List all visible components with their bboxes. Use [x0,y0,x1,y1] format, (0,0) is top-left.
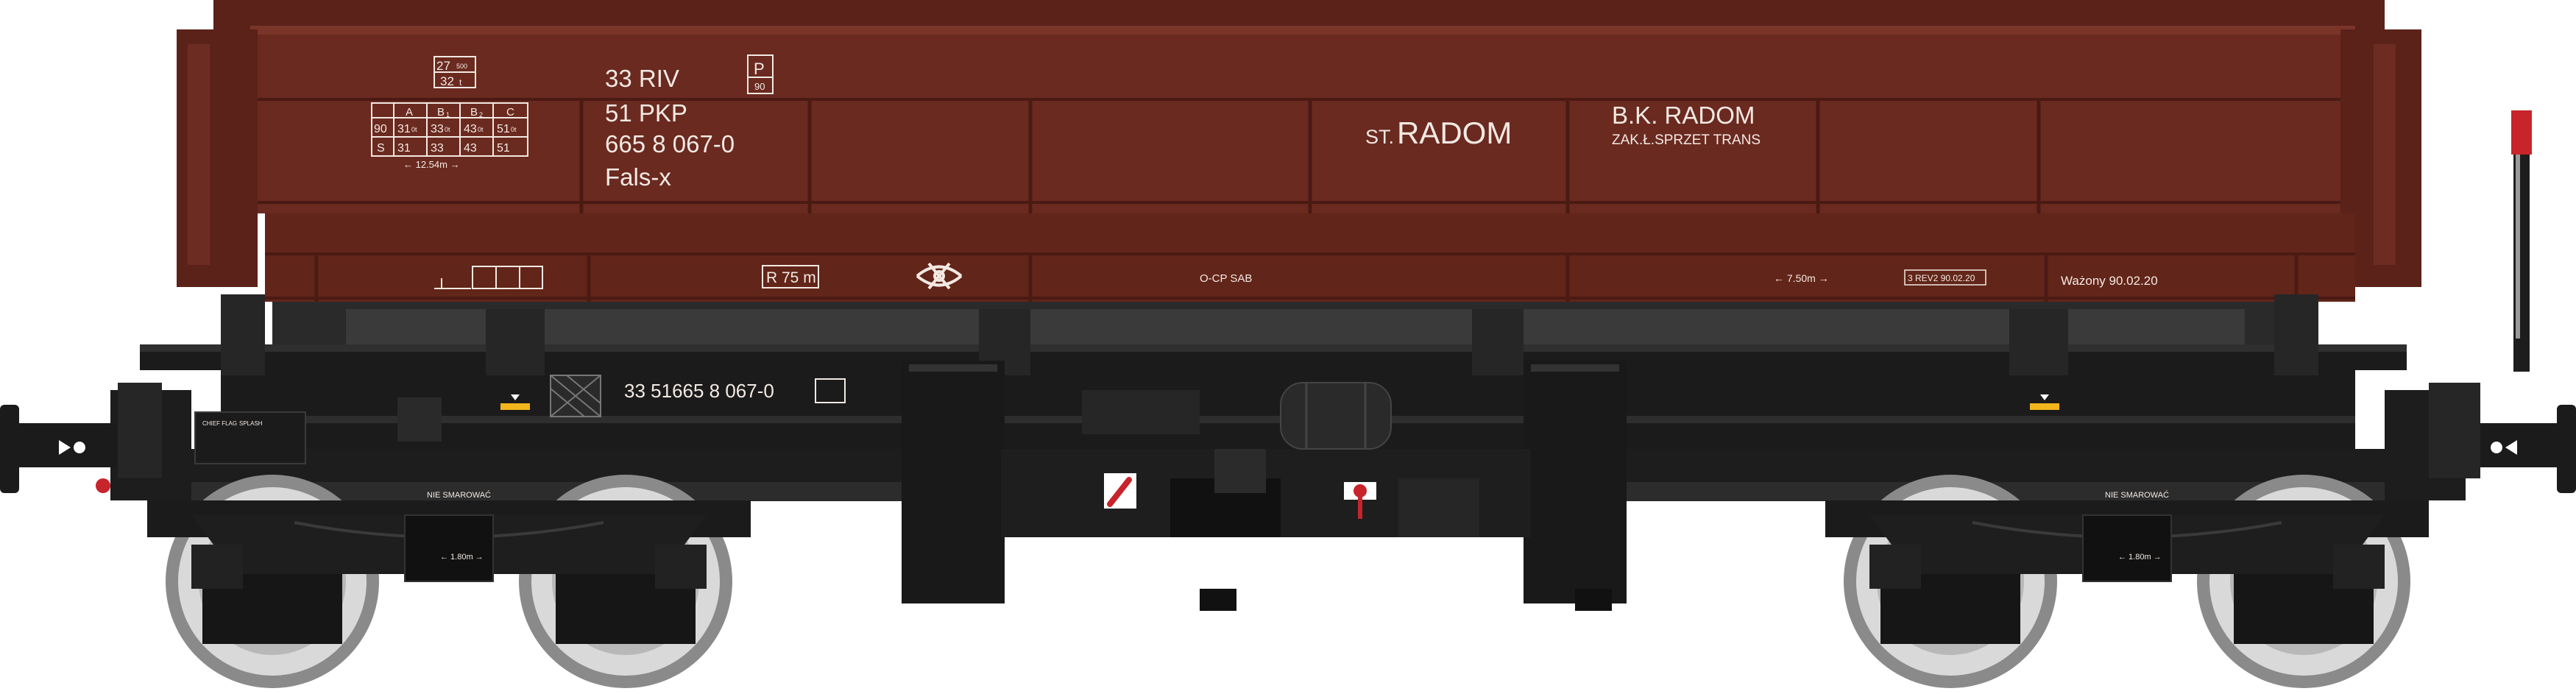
load-table [371,56,528,157]
load-col-b2-sub: 2 [479,111,483,118]
body-lower-band [265,213,2355,302]
owner-line-1: B.K. RADOM [1612,102,1755,129]
load-unit-4: 0t [511,126,517,133]
bogie-2: NIE SMAROWAĆ ← 1.80m → [1825,475,2429,688]
lower-brake-code: O-CP SAB [1200,272,1252,285]
station-name: RADOM [1397,116,1512,150]
load-col-c: C [506,106,514,118]
lower-distance: ← 7.50m → [1774,272,1829,284]
load-row-1-label: 90 [374,123,387,135]
load-r2c1: 31 [397,142,411,155]
station-prefix: ST. [1365,126,1394,148]
lower-revision: 3 REV2 90.02.20 [1908,273,1975,283]
left-panel-label-1: CHIEF FLAG [202,420,237,427]
load-r2c4: 51 [497,142,510,155]
rid-number: 90 [754,81,765,92]
tail-lamp-right [2511,110,2532,155]
load-col-b1: B [437,106,445,118]
bogie-wheelbase: ← 1.80m → [2118,553,2162,562]
load-table-top-2: 32 [440,74,454,88]
wagon-body [177,0,2421,353]
yellow-marker-right [2030,403,2059,410]
ident-riv: 33 RIV [605,65,679,92]
bogie-wheelbase: ← 1.80m → [440,553,484,562]
body-lettering: 27 500 32 t A B 1 B 2 C 90 31 33 43 51 S… [371,54,2158,290]
load-unit-3: 0t [478,126,484,133]
buffer-icon-right [2557,405,2576,493]
bogie-label: NIE SMAROWAĆ [427,490,491,500]
load-length: ← 12.54m → [403,159,460,170]
hopper-chute-left [902,361,1005,603]
ident-number: 665 8 067-0 [605,130,735,157]
bogies: NIE SMAROWAĆ ← 1.80m → NIE SMAROWAĆ ← 1.80m… [147,475,2429,688]
air-reservoir [1280,382,1392,450]
load-table-top-1: 27 [436,59,450,73]
tail-lamp-icon [96,478,110,493]
load-table-top-2-sub: t [459,77,462,88]
bogie-1: NIE SMAROWAĆ ← 1.80m → [147,475,751,688]
body-upper-edge [250,26,2355,35]
load-r1c2: 33 [431,123,444,135]
load-r2c2: 33 [431,142,444,155]
frame-number: 33 51665 8 067-0 [624,380,774,402]
lower-radius: R 75 m [766,269,816,286]
brake-handle-icon [1104,473,1136,509]
load-r1c4: 51 [497,123,510,135]
right-end [2385,110,2576,500]
bogie-label: NIE SMAROWAĆ [2105,490,2169,500]
ident-type: Fals-x [605,163,671,191]
body-main-panel [250,26,2355,213]
load-r1c1: 31 [397,123,411,135]
ident-pkp: 51 PKP [605,99,687,127]
hopper-chute-right [1524,361,1627,603]
left-panel-label-2: SPLASH [239,420,263,427]
buffer-icon [0,405,19,493]
hook-symbol-icon [916,262,963,290]
lower-weighed: Ważony 90.02.20 [2061,274,2158,288]
wagon-frame: 33 51665 8 067-0 [140,294,2407,611]
owner-line-2: ZAK.Ł.SPRZET TRANS [1612,132,1761,148]
load-row-2-label: S [377,142,385,155]
brake-handle-icon-2 [1344,482,1376,519]
load-r2c3: 43 [464,142,477,155]
load-col-b1-sub: 1 [446,111,450,118]
load-unit-1: 0t [411,126,417,133]
load-table-top-1-sub: 500 [456,63,467,70]
load-col-b2: B [470,106,478,118]
body-top-lip [213,0,2385,29]
load-r1c3: 43 [464,123,477,135]
left-end: CHIEF FLAG SPLASH [0,383,442,500]
yellow-marker-left [500,403,530,410]
load-unit-2: 0t [445,126,450,133]
load-col-a: A [406,106,413,118]
rid-letter: P [754,60,765,78]
